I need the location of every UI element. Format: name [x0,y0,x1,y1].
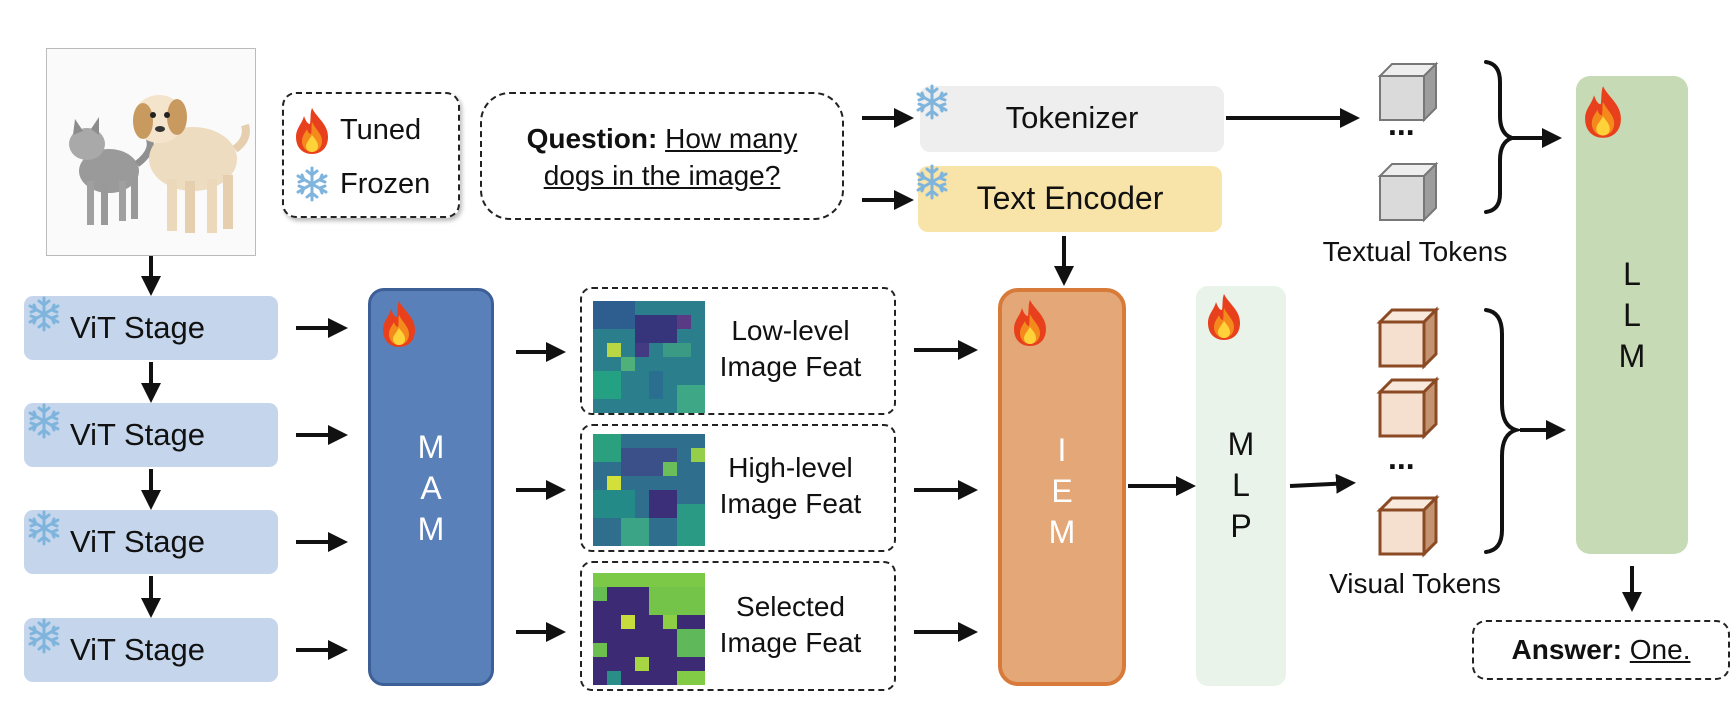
tokenizer-label: Tokenizer [1005,100,1139,135]
snowflake-icon [916,164,948,200]
text-encoder-label: Text Encoder [976,180,1164,216]
legend-tuned-label: Tuned [340,114,422,146]
mlp-block: M L P [1196,286,1286,686]
textual-ellipsis: ... [1388,106,1415,142]
llm-block: L L M [1576,76,1688,554]
flame-icon [1014,300,1046,346]
snowflake-icon [296,166,328,202]
visual-tokens-caption: Visual Tokens [1329,568,1501,599]
feature-line2: Image Feat [719,351,862,382]
vit-stage-4: ViT Stage [24,618,278,682]
feature-line1: Selected [736,591,845,622]
feature-box-selected: Selected Image Feat [580,561,896,691]
feature-line2: Image Feat [719,627,862,658]
tokenizer-box: Tokenizer [920,86,1224,152]
iem-letter: E [1051,473,1073,509]
snowflake-icon [28,618,60,654]
answer-text: One. [1629,634,1691,665]
visual-token-cube [1378,496,1438,556]
vit-stage-1: ViT Stage [24,296,278,360]
llm-letter: M [1618,338,1646,374]
flame-icon [296,108,328,154]
input-image [46,48,256,256]
mlp-letter: P [1230,508,1252,544]
textual-tokens-caption: Textual Tokens [1322,236,1508,267]
selected-heatmap [593,573,705,685]
visual-brace [1484,308,1524,554]
snowflake-icon [916,84,948,120]
answer-label: Answer: [1511,634,1622,665]
visual-ellipsis: ... [1388,440,1415,476]
feature-line2: Image Feat [719,488,862,519]
vit-stage-2: ViT Stage [24,403,278,467]
visual-token-cube [1378,378,1438,438]
feature-line1: Low-level [731,315,850,346]
llm-letter: L [1623,256,1641,292]
question-box: Question: How many dogs in the image? [480,92,844,220]
arrow [1289,473,1356,494]
vit-stage-label: ViT Stage [70,632,206,667]
legend-frozen-label: Frozen [340,168,431,200]
textual-brace [1484,60,1519,214]
vit-stage-label: ViT Stage [70,417,206,452]
iem-letter: I [1057,432,1067,468]
mam-block: M A M [368,288,494,686]
snowflake-icon [28,510,60,546]
flame-icon [383,301,415,347]
question-label: Question: [526,123,658,154]
text-encoder-box: Text Encoder [918,166,1222,232]
legend-box: Tuned Frozen [282,92,460,218]
iem-letter: M [1048,514,1076,550]
vit-stage-label: ViT Stage [70,524,206,559]
feature-box-high: High-level Image Feat [580,424,896,552]
iem-block: I E M [998,288,1126,686]
snowflake-icon [28,296,60,332]
answer-box: Answer: One. [1472,620,1730,680]
flame-icon [1585,86,1621,138]
vit-stage-label: ViT Stage [70,310,206,345]
mam-letter: A [420,470,442,506]
feature-line1: High-level [728,452,853,483]
question-text-line2: dogs in the image? [543,160,781,191]
vit-stage-3: ViT Stage [24,510,278,574]
visual-token-cube [1378,308,1438,368]
flame-icon [1208,294,1240,340]
high-level-heatmap [593,434,705,546]
question-text-line1: How many [665,123,798,154]
mlp-letter: L [1232,467,1250,503]
mam-letter: M [417,511,445,547]
llm-letter: L [1623,297,1641,333]
mam-letter: M [417,429,445,465]
feature-box-low: Low-level Image Feat [580,287,896,415]
mlp-letter: M [1227,426,1255,462]
snowflake-icon [28,403,60,439]
low-level-heatmap [593,301,705,413]
textual-token-cube [1379,163,1437,221]
